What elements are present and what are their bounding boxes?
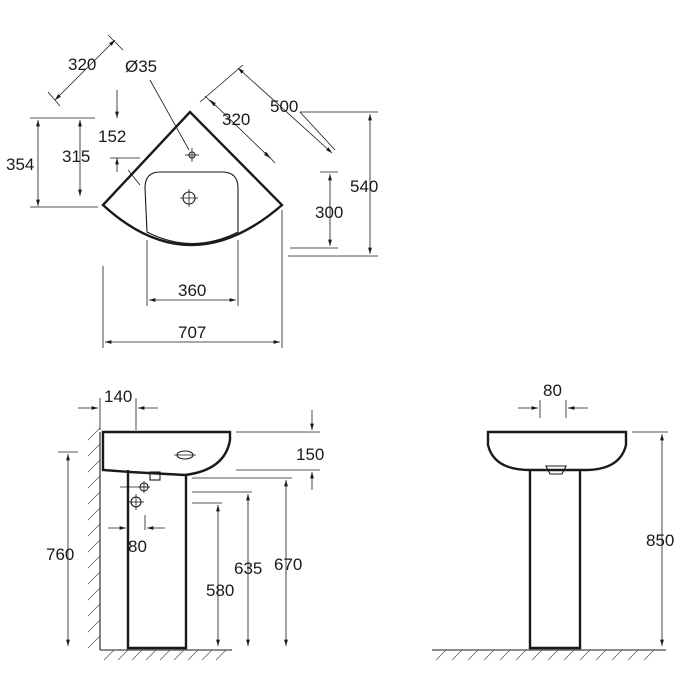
- basin-front: [486, 430, 628, 472]
- basin-side: [101, 430, 232, 477]
- dim-670: 670: [274, 555, 302, 574]
- dim-140: 140: [104, 387, 132, 406]
- dim-850: 850: [646, 531, 674, 550]
- waste-trap-icon: [120, 471, 161, 510]
- side-view: 140 150 760 80 635 670 580: [46, 387, 324, 661]
- front-view: 80 850: [432, 381, 674, 661]
- dim-80-side: 80: [128, 537, 147, 556]
- dim-707: 707: [178, 323, 206, 342]
- pedestal-front: [528, 470, 582, 650]
- top-view: 320 Ø35 500 320 354 315 152 540 300 360 …: [6, 34, 378, 348]
- dim-320-inner: 320: [222, 110, 250, 129]
- tap-icon: [174, 450, 196, 460]
- basin-bowl: [144, 171, 239, 245]
- dim-500: 500: [270, 97, 298, 116]
- dim-760: 760: [46, 545, 74, 564]
- dim-360: 360: [178, 281, 206, 300]
- overflow-slot: [545, 465, 567, 475]
- dim-354: 354: [6, 155, 34, 174]
- dim-300: 300: [315, 203, 343, 222]
- dim-diameter-35: Ø35: [125, 57, 157, 76]
- dim-540: 540: [350, 177, 378, 196]
- dim-635: 635: [234, 559, 262, 578]
- dim-152: 152: [98, 127, 126, 146]
- drain-icon: [180, 189, 198, 207]
- floor-hatching-front: [435, 649, 655, 661]
- wall-hatching: [87, 427, 101, 649]
- floor-hatching: [103, 649, 227, 661]
- pedestal-side: [126, 470, 188, 650]
- dim-315: 315: [62, 147, 90, 166]
- basin-outline: [101, 110, 284, 247]
- dim-150: 150: [296, 445, 324, 464]
- tap-hole-icon: [185, 148, 199, 162]
- dim-580: 580: [206, 581, 234, 600]
- dim-320-top: 320: [68, 55, 96, 74]
- dim-80-front: 80: [543, 381, 562, 400]
